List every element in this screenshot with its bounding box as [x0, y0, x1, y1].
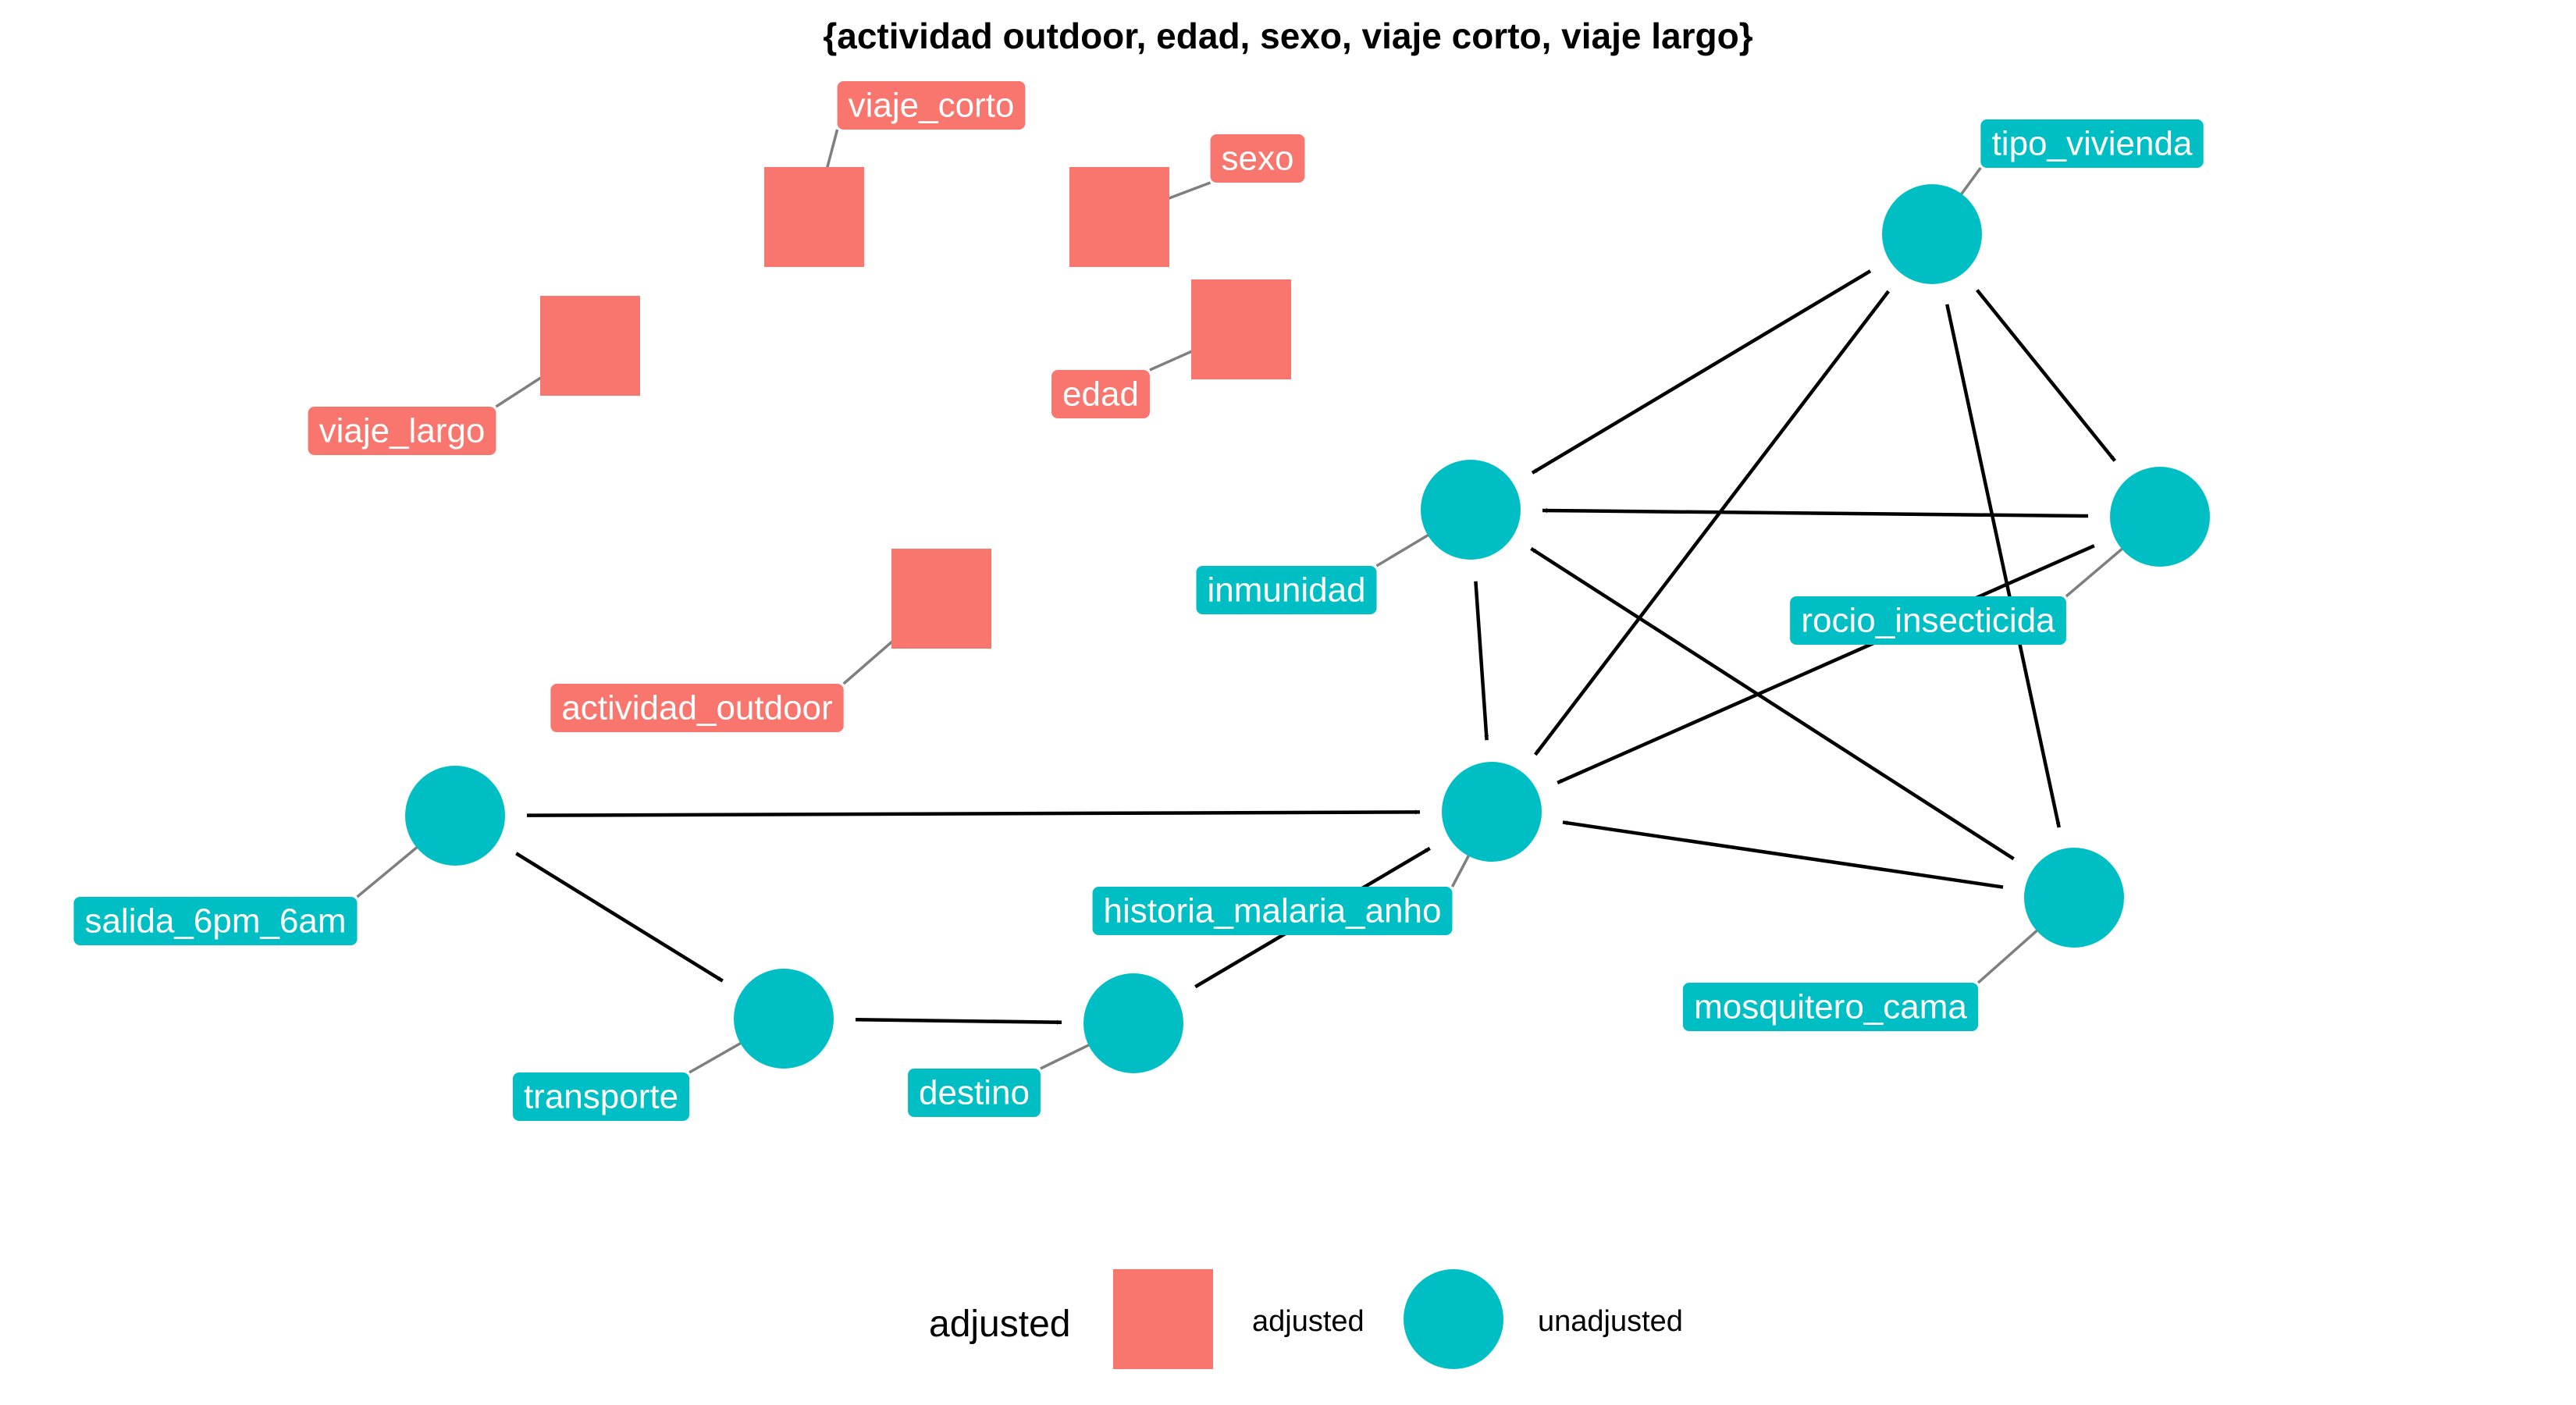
- node-viaje_corto[interactable]: [764, 167, 864, 267]
- edge-rocio_insecticida-to-historia_malaria_anho: [1557, 544, 2095, 784]
- node-label-tipo_vivienda: tipo_vivienda: [1980, 119, 2204, 168]
- node-label-salida_6pm_6am: salida_6pm_6am: [73, 897, 358, 945]
- node-label-box: [837, 81, 1026, 130]
- node-label-actividad_outdoor: actividad_outdoor: [550, 684, 844, 732]
- node-actividad_outdoor[interactable]: [891, 549, 991, 649]
- legend-key-adjusted: [1113, 1269, 1213, 1369]
- node-label-box: [1790, 596, 2066, 645]
- node-label-box: [1980, 119, 2204, 168]
- node-label-text: salida_6pm_6am: [84, 902, 346, 941]
- node-label-box: [1210, 134, 1305, 183]
- node-label-text: viaje_corto: [849, 87, 1015, 125]
- edge-salida_6pm_6am-to-historia_malaria_anho: [526, 809, 1421, 817]
- node-label-inmunidad: inmunidad: [1196, 566, 1377, 614]
- node-label-text: sexo: [1222, 140, 1294, 178]
- edge-mosquitero_cama-to-historia_malaria_anho: [1562, 820, 2004, 889]
- edge-salida_6pm_6am-to-transporte: [515, 852, 724, 983]
- node-label-text: transporte: [524, 1078, 678, 1116]
- diagram-title: {actividad outdoor, edad, sexo, viaje co…: [823, 16, 1752, 56]
- node-label-box: [512, 1072, 690, 1121]
- node-label-box: [308, 407, 496, 455]
- legend-key-unadjusted: [1404, 1269, 1503, 1369]
- node-sexo[interactable]: [1069, 167, 1169, 267]
- node-label-box: [73, 897, 358, 945]
- node-transporte[interactable]: [734, 969, 834, 1069]
- node-label-text: actividad_outdoor: [561, 689, 832, 727]
- node-label-box: [1051, 370, 1150, 418]
- node-label-box: [908, 1069, 1041, 1117]
- node-label-text: inmunidad: [1207, 571, 1365, 610]
- edge-tipo_vivienda-to-rocio_insecticida: [1976, 289, 2116, 462]
- node-label-destino: destino: [908, 1069, 1041, 1117]
- legend: adjusted adjusted unadjusted: [929, 1269, 1683, 1369]
- node-label-text: tipo_vivienda: [1992, 125, 2193, 163]
- node-destino[interactable]: [1083, 973, 1183, 1073]
- edge-mosquitero_cama-to-inmunidad: [1530, 546, 2015, 861]
- node-rocio_insecticida[interactable]: [2110, 467, 2210, 567]
- node-label-box: [1092, 887, 1453, 935]
- node-label-rocio_insecticida: rocio_insecticida: [1790, 596, 2066, 645]
- legend-label-unadjusted: unadjusted: [1538, 1305, 1683, 1338]
- node-historia_malaria_anho[interactable]: [1442, 762, 1542, 862]
- node-viaje_largo[interactable]: [540, 296, 640, 396]
- node-inmunidad[interactable]: [1421, 460, 1521, 560]
- node-label-box: [1682, 983, 1979, 1031]
- node-label-text: destino: [919, 1074, 1030, 1112]
- node-salida_6pm_6am[interactable]: [405, 766, 505, 866]
- node-edad[interactable]: [1191, 279, 1291, 379]
- node-label-historia_malaria_anho: historia_malaria_anho: [1092, 887, 1453, 935]
- node-label-sexo: sexo: [1210, 134, 1305, 183]
- edge-transporte-to-destino: [855, 1017, 1062, 1025]
- node-label-box: [550, 684, 844, 732]
- node-label-text: edad: [1062, 375, 1139, 414]
- node-label-text: rocio_insecticida: [1801, 602, 2055, 640]
- node-label-viaje_corto: viaje_corto: [837, 81, 1026, 130]
- edge-tipo_vivienda-to-historia_malaria_anho: [1533, 290, 1891, 756]
- node-label-text: viaje_largo: [319, 412, 486, 450]
- legend-title: adjusted: [929, 1304, 1070, 1345]
- node-label-text: mosquitero_cama: [1694, 988, 1967, 1026]
- node-mosquitero_cama[interactable]: [2024, 848, 2124, 948]
- node-tipo_vivienda[interactable]: [1882, 184, 1982, 284]
- node-label-text: historia_malaria_anho: [1104, 892, 1442, 930]
- legend-label-adjusted: adjusted: [1252, 1305, 1364, 1338]
- node-label-transporte: transporte: [512, 1072, 690, 1121]
- edge-inmunidad-to-historia_malaria_anho: [1474, 581, 1489, 741]
- edge-rocio_insecticida-to-inmunidad: [1542, 507, 2089, 518]
- node-label-edad: edad: [1051, 370, 1150, 418]
- node-label-box: [1196, 566, 1377, 614]
- edge-tipo_vivienda-to-inmunidad: [1531, 269, 1872, 475]
- node-label-viaje_largo: viaje_largo: [308, 407, 496, 455]
- nodes-layer: [405, 167, 2210, 1073]
- edge-tipo_vivienda-to-mosquitero_cama: [1945, 304, 2061, 828]
- node-label-mosquitero_cama: mosquitero_cama: [1682, 983, 1979, 1031]
